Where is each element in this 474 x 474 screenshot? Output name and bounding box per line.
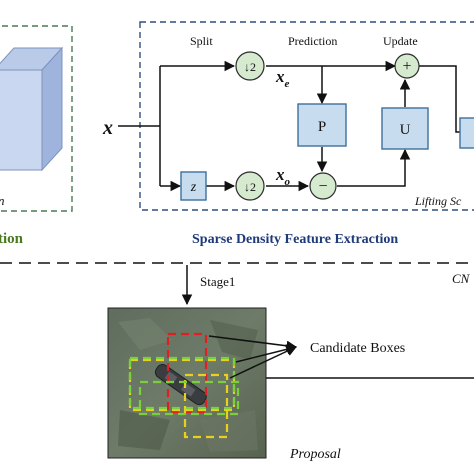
xe-label: xe xyxy=(275,67,290,90)
plus-symbol: + xyxy=(402,58,411,75)
candidate-arrow-1 xyxy=(208,335,298,352)
left-module-title: tion xyxy=(0,231,24,247)
minus-symbol: − xyxy=(318,178,327,195)
input-x-label: x xyxy=(102,117,113,139)
p-box-label: P xyxy=(318,119,326,135)
downsample-top-icon xyxy=(235,51,265,81)
downsample-bottom-label: ↓2 xyxy=(244,180,256,194)
z-box xyxy=(180,171,207,201)
candidate-boxes-label: Candidate Boxes xyxy=(310,341,405,356)
sparse-module-frame xyxy=(139,21,474,211)
split-label: Split xyxy=(190,34,213,48)
wire-minus-to-u xyxy=(337,148,411,187)
update-label: Update xyxy=(383,34,418,48)
stage1-label: Stage1 xyxy=(200,274,235,289)
aerial-image xyxy=(107,307,267,459)
proposal-label: Proposal xyxy=(289,447,341,462)
next-block-fragment xyxy=(459,117,474,149)
u-box xyxy=(381,107,429,150)
prediction-label: Prediction xyxy=(288,34,337,48)
sparse-module-title: Sparse Density Feature Extraction xyxy=(192,232,398,247)
left-module-label: n xyxy=(0,193,5,208)
p-box xyxy=(297,103,347,147)
lifting-scheme-label: Lifting Sc xyxy=(414,194,462,208)
u-box-label: U xyxy=(400,122,411,138)
candidate-arrow-3 xyxy=(229,346,297,379)
plus-icon xyxy=(394,53,420,79)
z-box-label: z xyxy=(190,180,197,195)
minus-icon xyxy=(309,172,337,200)
cnn-label-fragment: CN xyxy=(452,271,471,286)
left-module-frame xyxy=(0,25,73,212)
xo-label: xo xyxy=(275,165,291,188)
downsample-top-label: ↓2 xyxy=(244,60,256,74)
downsample-bottom-icon xyxy=(235,171,265,201)
feature-cube-icon xyxy=(0,46,64,172)
